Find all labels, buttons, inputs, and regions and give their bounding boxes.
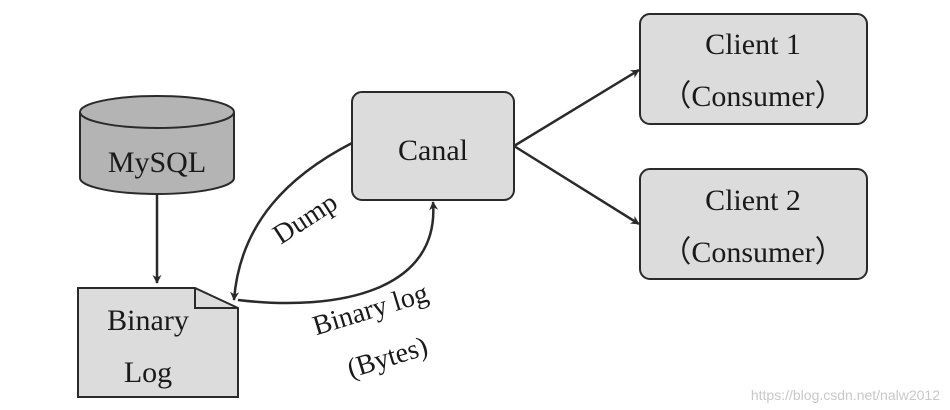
binary-log-label-line2: Log — [124, 356, 172, 389]
bytes-edge-label: (Bytes) — [344, 331, 432, 385]
canal-node: Canal — [351, 91, 515, 201]
client1-label-line2: （Consumer） — [661, 80, 844, 113]
binary-log-document: Binary Log — [77, 287, 239, 398]
canal-label: Canal — [398, 134, 468, 167]
client1-node: Client 1 （Consumer） — [639, 13, 868, 125]
client2-label-line1: Client 2 — [705, 184, 801, 217]
binary-log-page-fold — [194, 288, 238, 309]
client2-box — [639, 168, 868, 280]
binary-log-stream-arrow — [237, 201, 439, 305]
binary-log-page — [77, 287, 239, 398]
client1-label-line1: Client 1 — [705, 28, 801, 61]
client2-node: Client 2 （Consumer） — [639, 168, 868, 280]
dump-arrow — [230, 141, 353, 301]
client2-label-line2: （Consumer） — [661, 236, 844, 269]
canal-to-client2-arrow — [513, 144, 640, 226]
binary-log-label-line1: Binary — [107, 304, 189, 337]
mysql-database: MySQL — [79, 95, 235, 195]
mysql-cylinder-top — [79, 95, 235, 129]
watermark: https://blog.csdn.net/nalw2012 — [751, 387, 940, 403]
binary-log-edge-label: Binary log — [309, 278, 432, 342]
mysql-label: MySQL — [108, 146, 206, 179]
canal-to-client1-arrow — [513, 68, 640, 148]
client1-box — [639, 13, 868, 125]
